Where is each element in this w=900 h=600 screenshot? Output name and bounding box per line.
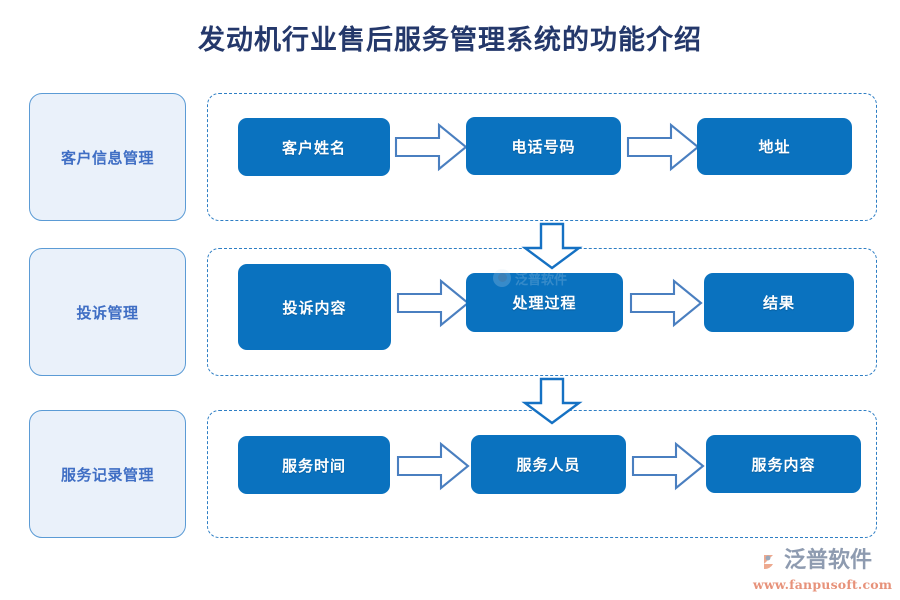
step-box-service-staff[interactable]: 服务人员	[471, 435, 626, 494]
step-label: 服务人员	[516, 456, 581, 474]
step-box-service-time[interactable]: 服务时间	[238, 436, 390, 494]
step-label: 投诉内容	[282, 298, 347, 317]
step-label: 服务时间	[281, 456, 346, 475]
step-label: 地址	[758, 138, 791, 156]
category-label: 服务记录管理	[60, 465, 154, 484]
flow-row-customer-info: 客户信息管理 客户姓名 电话号码 地址	[0, 93, 900, 221]
category-panel-service-record[interactable]: 服务记录管理	[29, 410, 186, 538]
step-box-handling-process[interactable]: 处理过程	[466, 273, 623, 332]
category-label: 客户信息管理	[60, 148, 154, 167]
step-box-address[interactable]: 地址	[697, 118, 852, 175]
page-title: 发动机行业售后服务管理系统的功能介绍	[198, 25, 702, 56]
dashed-group-container	[207, 93, 877, 221]
logo-name: 泛普软件	[784, 548, 873, 573]
arrow-down-icon	[521, 222, 583, 270]
step-label: 处理过程	[512, 294, 577, 312]
arrow-right-icon	[396, 277, 470, 329]
category-panel-complaint[interactable]: 投诉管理	[29, 248, 186, 376]
logo-url: www.fanpusoft.com	[753, 577, 893, 592]
logo-top-row: 泛普软件	[752, 546, 872, 576]
arrow-right-icon	[626, 121, 700, 173]
company-logo[interactable]: 泛普软件 www.fanpusoft.com	[752, 546, 892, 594]
arrow-right-icon	[631, 440, 705, 492]
arrow-right-icon	[396, 440, 470, 492]
arrow-right-icon	[394, 121, 468, 173]
arrow-right-icon	[629, 277, 703, 329]
step-label: 客户姓名	[281, 138, 346, 157]
step-box-complaint-content[interactable]: 投诉内容	[238, 264, 391, 350]
step-box-result[interactable]: 结果	[704, 273, 854, 332]
step-label: 结果	[762, 294, 795, 312]
step-box-phone-number[interactable]: 电话号码	[466, 117, 621, 175]
step-box-service-content[interactable]: 服务内容	[706, 435, 861, 493]
flow-row-complaint: 投诉管理 投诉内容 处理过程 结果	[0, 248, 900, 376]
step-label: 服务内容	[751, 455, 816, 474]
fanpu-logo-icon	[752, 548, 779, 575]
category-panel-customer-info[interactable]: 客户信息管理	[29, 93, 186, 221]
arrow-down-icon	[521, 377, 583, 425]
flow-row-service-record: 服务记录管理 服务时间 服务人员 服务内容	[0, 410, 900, 538]
step-box-customer-name[interactable]: 客户姓名	[238, 118, 390, 176]
step-label: 电话号码	[511, 137, 576, 156]
category-label: 投诉管理	[76, 303, 139, 322]
